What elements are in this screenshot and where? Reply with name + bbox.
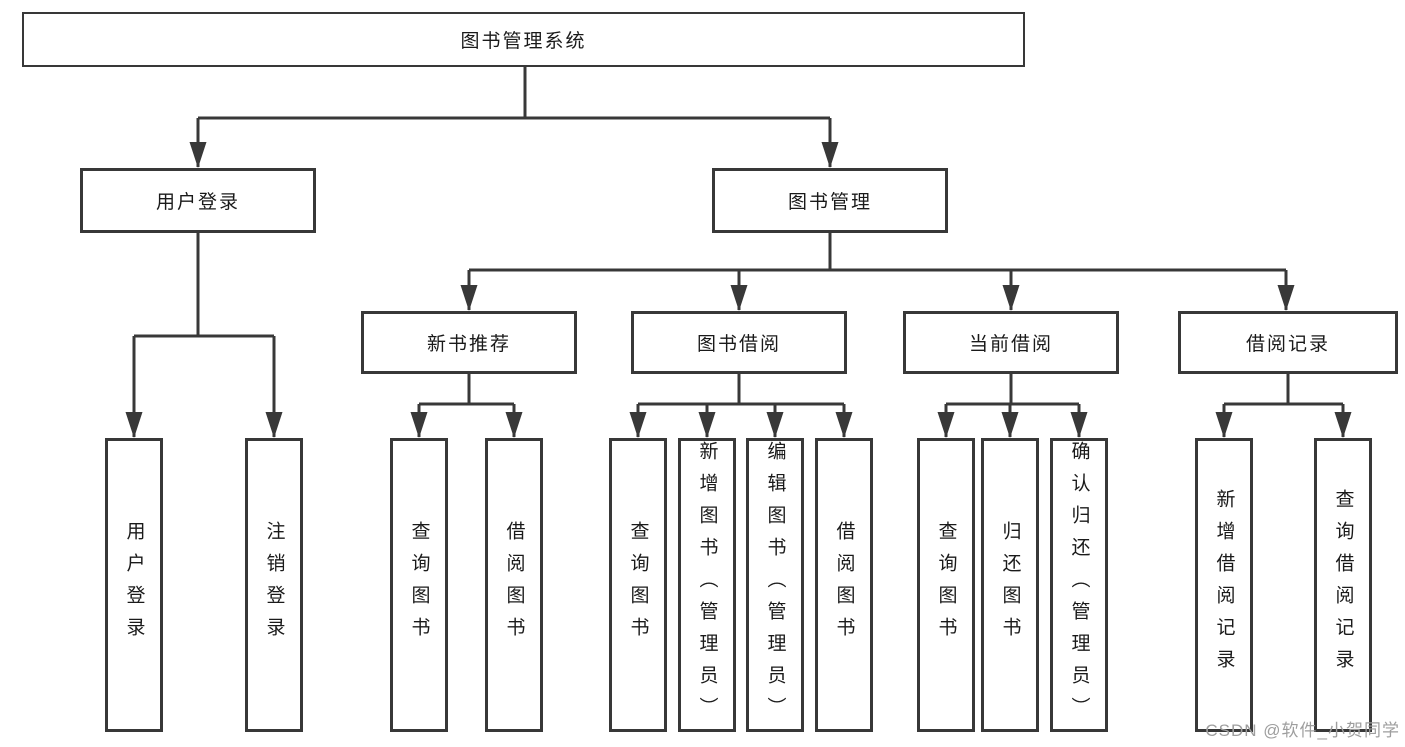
node-new-book-rec: 新书推荐	[361, 311, 577, 374]
watermark: CSDN @软件_小贺同学	[1205, 721, 1400, 740]
leaf-query-book-rec: 查询图书	[390, 438, 448, 732]
leaf-borrow-book-rec: 借阅图书	[485, 438, 543, 732]
node-book-mgmt: 图书管理	[712, 168, 948, 233]
node-root: 图书管理系统	[22, 12, 1025, 67]
leaf-borrow-book-borrow: 借阅图书	[815, 438, 873, 732]
leaf-query-book-borrow: 查询图书	[609, 438, 667, 732]
leaf-add-book-admin: 新增图书（管理员）	[678, 438, 736, 732]
leaf-return-book: 归还图书	[981, 438, 1039, 732]
leaf-confirm-return-admin: 确认归还（管理员）	[1050, 438, 1108, 732]
leaf-query-borrow-record: 查询借阅记录	[1314, 438, 1372, 732]
leaf-user-login: 用户登录	[105, 438, 163, 732]
node-book-borrow: 图书借阅	[631, 311, 847, 374]
node-current-borrow: 当前借阅	[903, 311, 1119, 374]
leaf-logout: 注销登录	[245, 438, 303, 732]
node-borrow-records: 借阅记录	[1178, 311, 1398, 374]
node-user-login: 用户登录	[80, 168, 316, 233]
leaf-query-book-current: 查询图书	[917, 438, 975, 732]
connector-skeleton	[134, 67, 1343, 406]
leaf-edit-book-admin: 编辑图书（管理员）	[746, 438, 804, 732]
leaf-add-borrow-record: 新增借阅记录	[1195, 438, 1253, 732]
